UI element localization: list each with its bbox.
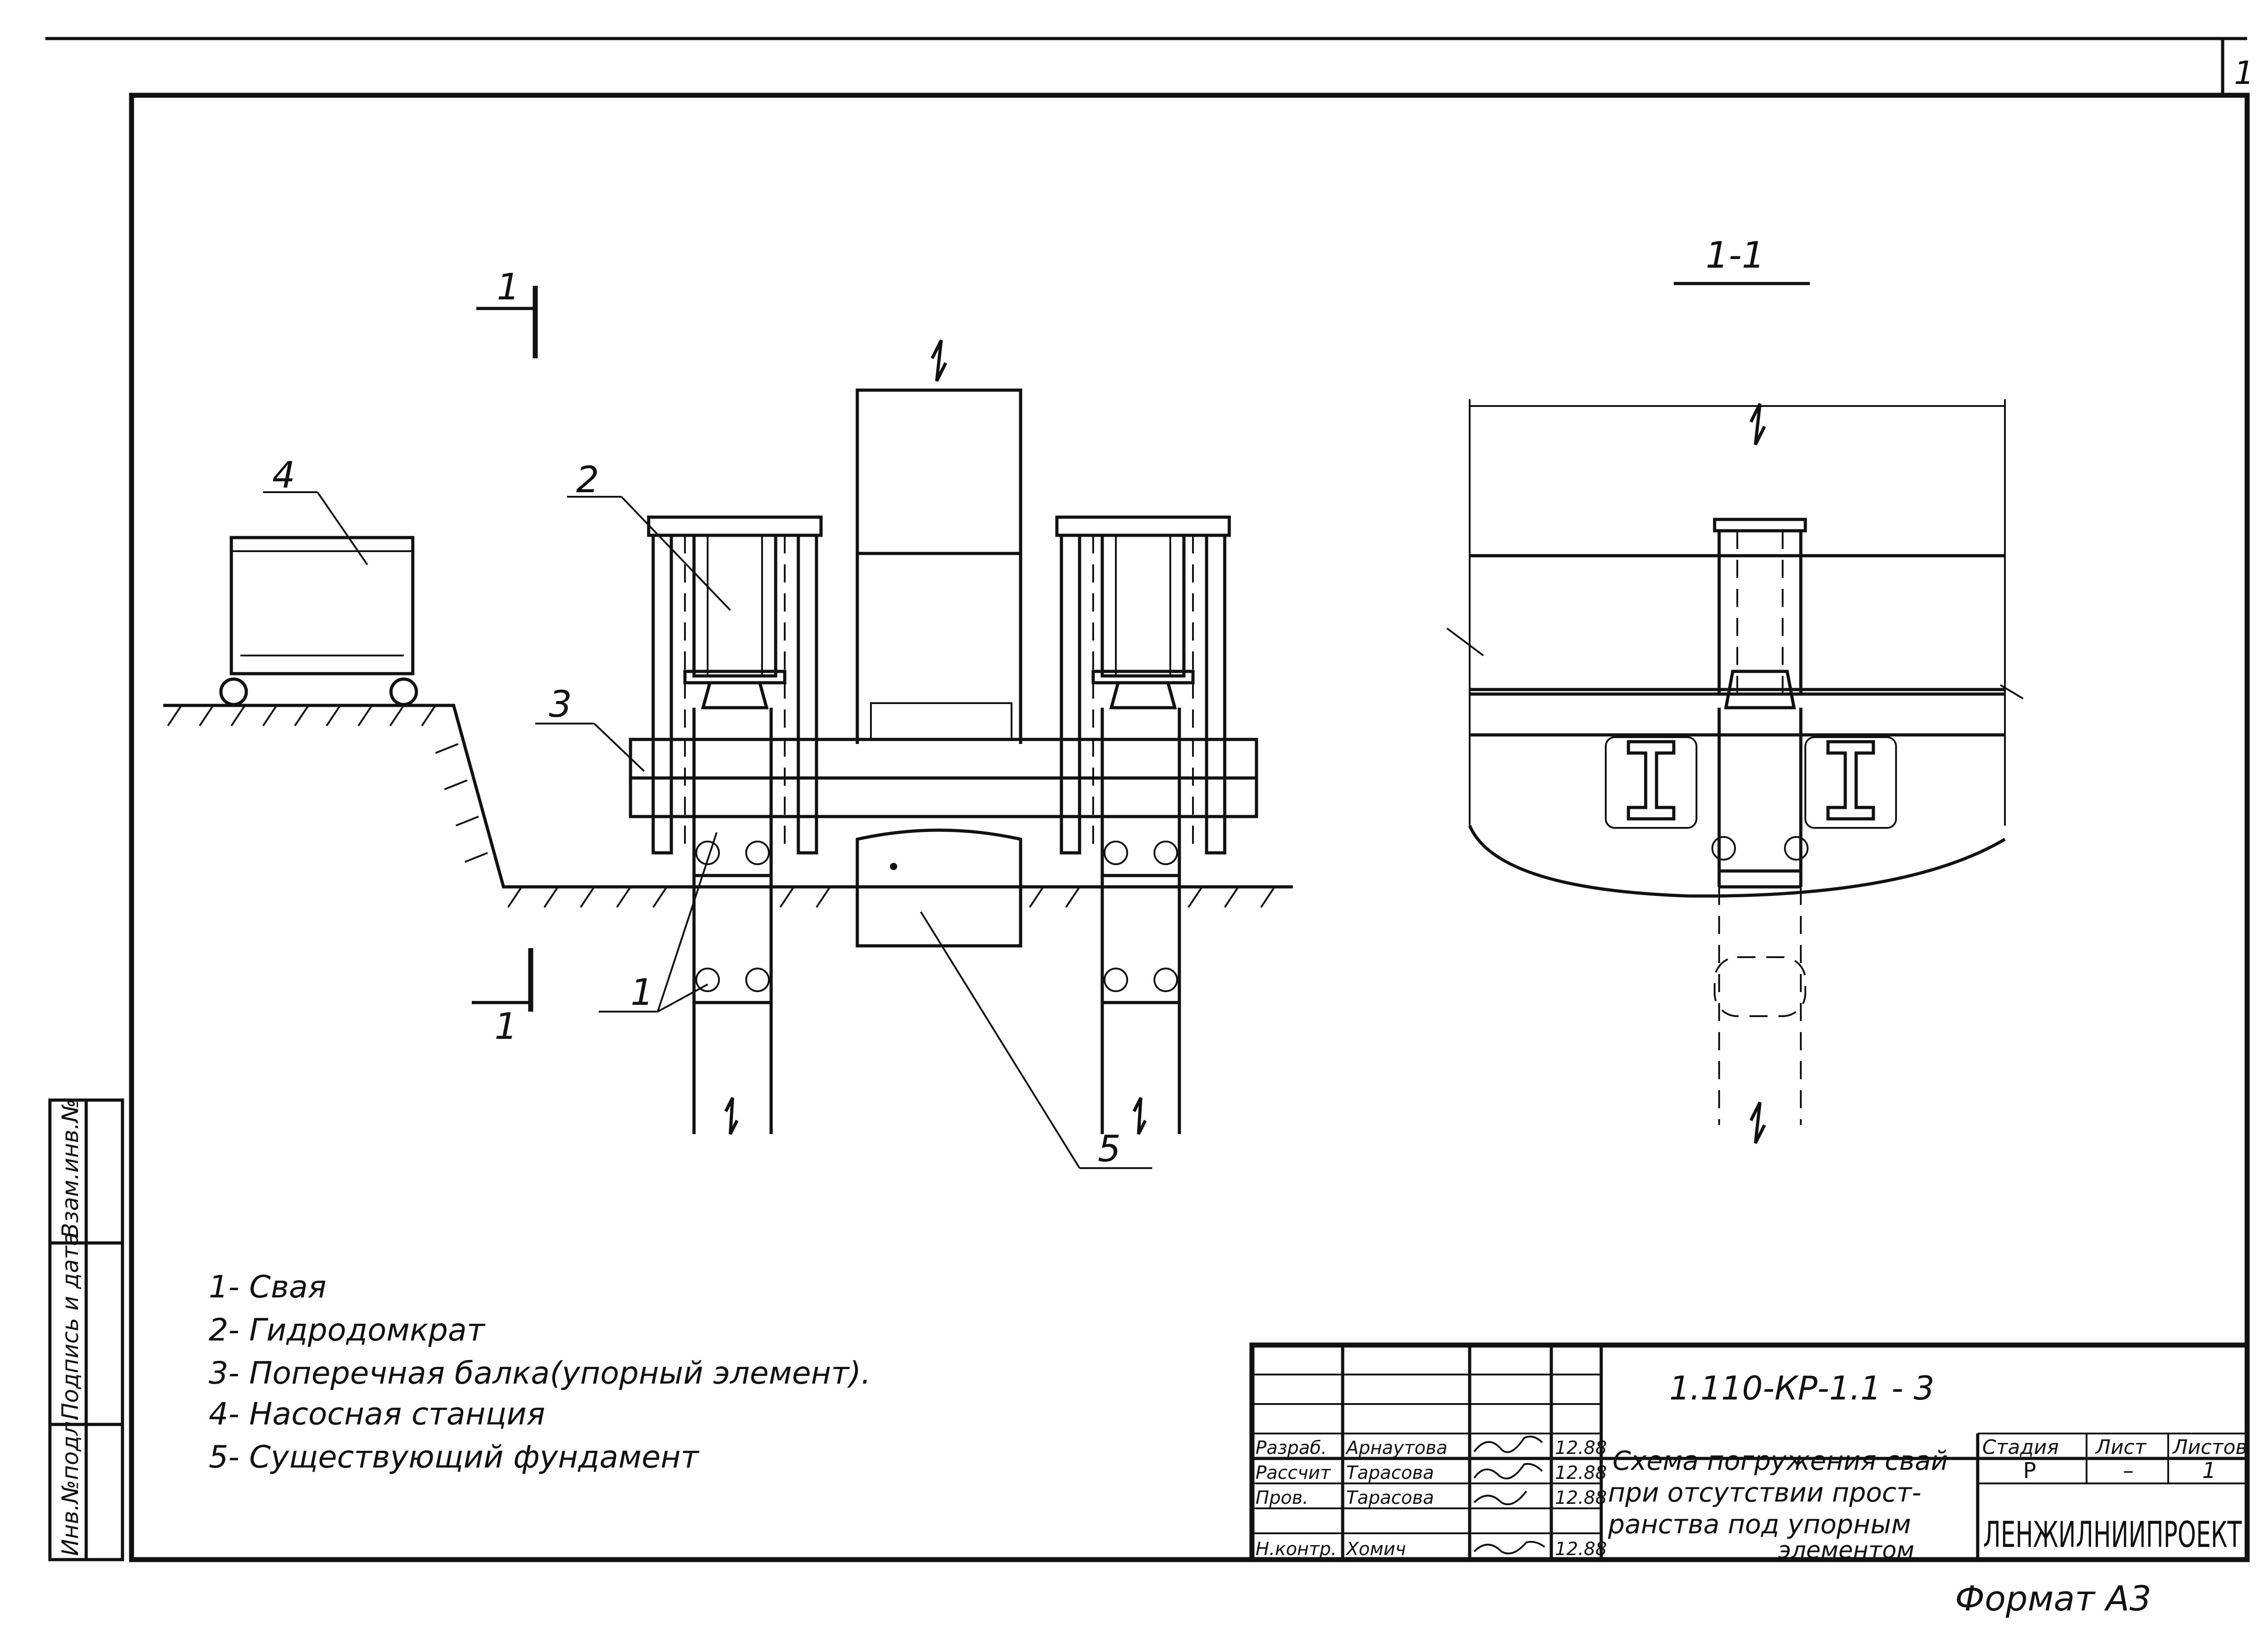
section-title: 1-1 xyxy=(1706,234,1765,276)
legend-item-5: 5- Существующий фундамент xyxy=(209,1439,700,1475)
section-jack xyxy=(1713,518,1807,709)
section-pile xyxy=(1711,708,1809,1144)
section-mark-bottom-label: 1 xyxy=(494,1005,518,1047)
section-mark-top-label: 1 xyxy=(497,266,520,308)
section-view-1-1: 1-1 xyxy=(1446,234,2024,1144)
pile-left xyxy=(692,708,773,1135)
legend-item-1: 1- Свая xyxy=(209,1269,327,1305)
side-stamp-field-sign: Подпись и дата xyxy=(57,1232,83,1420)
document-code: 1.110-КР-1.1 - 3 xyxy=(1669,1369,1935,1407)
elevation-view: 1 1 4 2 3 1 xyxy=(163,266,1293,1170)
legend-item-2: 2- Гидродомкрат xyxy=(209,1312,486,1348)
section-cut-bottom: 1 xyxy=(472,948,533,1047)
callout-1: 1 xyxy=(599,832,718,1013)
callout-2-label: 2 xyxy=(576,459,599,501)
callout-4-label: 4 xyxy=(272,454,295,496)
callout-1-label: 1 xyxy=(631,971,654,1013)
callout-5: 5 xyxy=(920,911,1152,1170)
existing-wall xyxy=(855,339,1022,744)
sheet-corner-number: 1 xyxy=(2234,54,2254,92)
title-block: 1.110-КР-1.1 - 3 Разраб. Рассчит Пров. Н… xyxy=(1249,1342,2250,1564)
callout-4: 4 xyxy=(263,454,368,566)
name-calculated: Тарасова xyxy=(1346,1463,1434,1483)
side-stamp: Инв.№подл. Подпись и дата Взам.инв.№ xyxy=(48,1098,124,1561)
side-stamp-field-inv: Инв.№подл. xyxy=(57,1414,83,1556)
date-developer: 12.88 xyxy=(1555,1438,1607,1458)
organization-name: ЛЕНЖИЛНИИПРОЕКТ xyxy=(1983,1515,2242,1556)
sheets-value: 1 xyxy=(2202,1458,2216,1483)
sheet-header: Лист xyxy=(2095,1436,2147,1459)
drawing-title-line-3: ранства под упорным xyxy=(1608,1509,1911,1540)
pump-station xyxy=(219,536,418,706)
jack-assembly-left xyxy=(647,515,823,855)
sheet-frame: 1 xyxy=(45,37,2254,1562)
name-checked: Тарасова xyxy=(1346,1487,1434,1508)
pile-right xyxy=(1100,708,1181,1135)
stage-value: Р xyxy=(2023,1458,2036,1483)
existing-foundation xyxy=(855,828,1022,948)
name-developer: Арнаутова xyxy=(1345,1438,1447,1458)
stage-header: Стадия xyxy=(1982,1436,2059,1459)
date-checked: 12.88 xyxy=(1555,1487,1607,1508)
date-norm-control: 12.88 xyxy=(1555,1539,1607,1560)
role-developer: Разраб. xyxy=(1256,1438,1327,1458)
legend-item-4: 4- Насосная станция xyxy=(209,1396,545,1432)
drawing-title-line-2: при отсутствии прост- xyxy=(1608,1477,1921,1508)
role-checked: Пров. xyxy=(1256,1487,1308,1508)
sheet-value: – xyxy=(2123,1458,2134,1483)
section-cut-top: 1 xyxy=(476,266,538,358)
role-calculated: Рассчит xyxy=(1256,1463,1331,1483)
drawing-title-line-4: элементом xyxy=(1778,1537,1914,1564)
format-label: Формат А3 xyxy=(1955,1578,2151,1619)
callout-3: 3 xyxy=(535,683,645,772)
name-norm-control: Хомич xyxy=(1345,1539,1406,1560)
role-norm-control: Н.контр. xyxy=(1256,1539,1337,1560)
signature-marks xyxy=(1473,1435,1545,1555)
callout-3-label: 3 xyxy=(549,683,572,725)
transverse-beam xyxy=(629,702,1258,818)
legend-item-3: 3- Поперечная балка(упорный элемент). xyxy=(209,1355,871,1391)
date-calculated: 12.88 xyxy=(1555,1463,1607,1483)
i-beam-left xyxy=(1605,736,1697,829)
legend: 1- Свая 2- Гидродомкрат 3- Поперечная ба… xyxy=(209,1269,871,1475)
drawing-title-line-1: Схема погружения свай xyxy=(1613,1445,1948,1476)
sheets-header: Листов xyxy=(2172,1436,2247,1459)
jack-assembly-right xyxy=(1055,515,1231,855)
side-stamp-field-replace: Взам.инв.№ xyxy=(57,1099,83,1238)
callout-2: 2 xyxy=(567,459,731,611)
i-beam-right xyxy=(1804,736,1897,829)
callout-5-label: 5 xyxy=(1098,1128,1121,1170)
